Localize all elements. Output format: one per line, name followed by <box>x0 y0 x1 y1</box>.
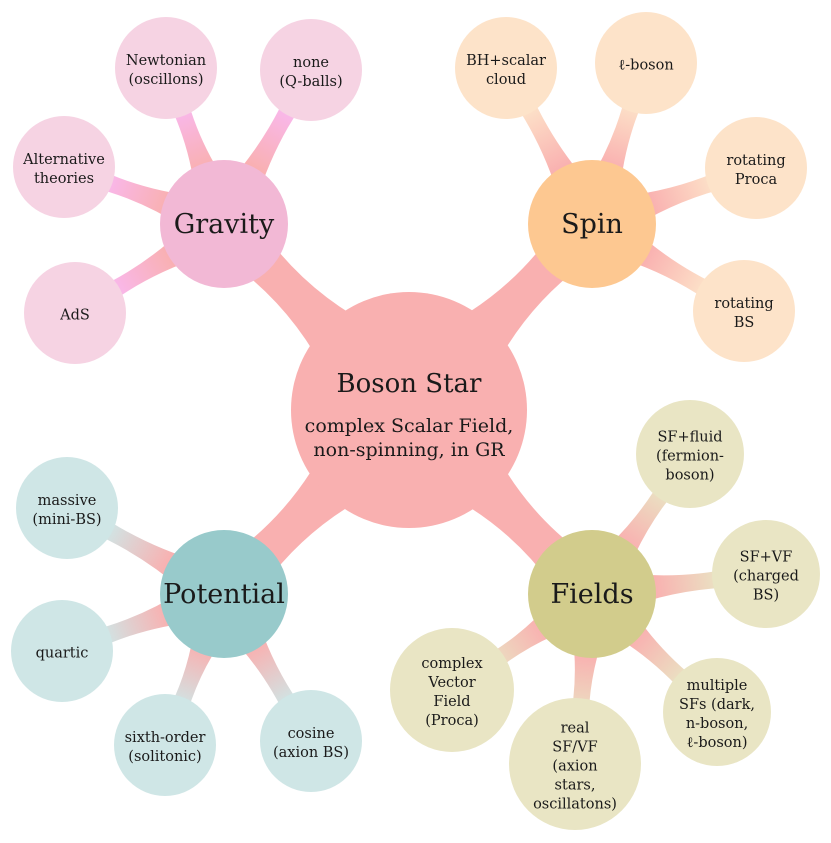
leaf-alternative-theories-label: Alternative theories <box>22 152 105 187</box>
leaf-sf-vf <box>712 520 820 628</box>
leaf-real-sf-vf-label-line: (axion <box>552 758 597 774</box>
leaf-l-boson <box>595 12 697 114</box>
leaf-sf-vf-label-line: SF+VF <box>740 549 793 565</box>
leaf-bh-scalar-cloud-label-line: cloud <box>486 72 526 88</box>
root-subtitle-line: non-spinning, in GR <box>313 439 505 461</box>
leaf-bh-scalar-cloud <box>455 17 557 119</box>
leaf-sixth-order-label-line: sixth-order <box>125 730 206 746</box>
leaf-newtonian-label-line: (oscillons) <box>128 72 203 88</box>
leaf-bh-scalar-cloud-label: BH+scalar cloud <box>466 53 546 88</box>
leaf-newtonian-label-line: Newtonian <box>126 53 206 69</box>
leaf-cosine-label: cosine (axion BS) <box>273 726 349 761</box>
leaf-ads <box>24 262 126 364</box>
leaf-multiple-sfs-label-line: SFs (dark, <box>679 697 755 713</box>
leaf-sixth-order-label-line: (solitonic) <box>128 749 201 765</box>
leaf-complex-vector-field-label-line: Field <box>433 694 470 710</box>
leaf-rotating-bs <box>693 260 795 362</box>
leaf-real-sf-vf <box>509 698 641 830</box>
branch-spin-label: Spin <box>561 209 623 240</box>
leaf-bh-scalar-cloud-label-line: BH+scalar <box>466 53 546 69</box>
leaf-massive-label-line: massive <box>38 493 97 509</box>
leaf-multiple-sfs-label-line: ℓ-boson) <box>686 735 747 751</box>
leaf-rotating-proca <box>705 117 807 219</box>
leaf-alternative-theories-label-line: Alternative <box>22 152 105 168</box>
leaf-cosine <box>260 690 362 792</box>
leaf-multiple-sfs <box>663 658 771 766</box>
leaf-multiple-sfs-label-line: n-boson, <box>686 716 748 732</box>
leaf-sf-fluid-label: SF+fluid (fermion-boson) <box>656 429 724 483</box>
leaf-none-label: none (Q-balls) <box>279 55 342 90</box>
root-node <box>291 292 527 528</box>
branch-fields-label: Fields <box>550 579 633 610</box>
leaf-quartic-label: quartic <box>36 645 89 661</box>
leaf-cosine-label-line: (axion BS) <box>273 745 349 761</box>
leaf-sf-fluid-label-line: (fermion- <box>656 448 724 464</box>
leaf-newtonian-label: Newtonian (oscillons) <box>126 53 206 88</box>
branch-potential-label: Potential <box>163 579 285 610</box>
leaf-real-sf-vf-label-line: stars, <box>555 777 596 793</box>
leaf-ads-label: AdS <box>59 307 90 323</box>
leaf-newtonian <box>115 17 217 119</box>
leaf-cosine-label-line: cosine <box>288 726 335 742</box>
branch-gravity <box>160 160 288 288</box>
leaf-sf-fluid-label-line: SF+fluid <box>657 429 722 445</box>
leaf-ads-label-line: AdS <box>59 307 90 323</box>
node-layer: Boson Star complex Scalar Field,non-spinn… <box>11 12 820 830</box>
leaf-sf-vf-label-line: BS) <box>753 587 779 603</box>
leaf-sixth-order <box>114 694 216 796</box>
branch-spin <box>528 160 656 288</box>
leaf-massive-label-line: (mini-BS) <box>32 512 101 528</box>
branch-potential <box>160 530 288 658</box>
leaf-sixth-order-label: sixth-order (solitonic) <box>125 730 206 765</box>
leaf-rotating-proca-label-line: Proca <box>735 172 778 188</box>
root-title: Boson Star <box>337 369 483 399</box>
leaf-massive <box>16 457 118 559</box>
leaf-complex-vector-field-label-line: complex <box>421 656 482 672</box>
branch-gravity-label: Gravity <box>174 209 275 240</box>
root-subtitle: complex Scalar Field,non-spinning, in GR <box>305 415 514 461</box>
root-subtitle-line: complex Scalar Field, <box>305 415 514 437</box>
leaf-real-sf-vf-label-line: real <box>561 720 590 736</box>
leaf-quartic <box>11 600 113 702</box>
leaf-none-label-line: none <box>293 55 329 71</box>
branch-fields <box>528 530 656 658</box>
leaf-none-label-line: (Q-balls) <box>279 74 342 90</box>
leaf-real-sf-vf-label-line: SF/VF <box>552 739 597 755</box>
leaf-complex-vector-field-label-line: Vector <box>427 675 475 691</box>
leaf-alternative-theories-label-line: theories <box>34 171 94 187</box>
leaf-multiple-sfs-label-line: multiple <box>687 678 748 694</box>
leaf-sf-fluid-label-line: boson) <box>665 467 714 483</box>
leaf-alternative-theories <box>13 116 115 218</box>
leaf-quartic-label-line: quartic <box>36 645 89 661</box>
leaf-l-boson-label-line: ℓ-boson <box>618 57 673 73</box>
leaf-rotating-bs-label-line: rotating <box>714 296 773 312</box>
leaf-massive-label: massive (mini-BS) <box>32 493 101 528</box>
leaf-rotating-proca-label-line: rotating <box>726 153 785 169</box>
leaf-complex-vector-field-label-line: (Proca) <box>425 713 479 729</box>
leaf-none <box>260 19 362 121</box>
leaf-complex-vector-field <box>390 628 514 752</box>
leaf-l-boson-label: ℓ-boson <box>618 57 673 73</box>
leaf-sf-vf-label-line: (charged <box>733 568 799 584</box>
leaf-real-sf-vf-label-line: oscillatons) <box>533 796 617 812</box>
leaf-rotating-bs-label-line: BS <box>734 315 755 331</box>
leaf-sf-fluid <box>636 400 744 508</box>
